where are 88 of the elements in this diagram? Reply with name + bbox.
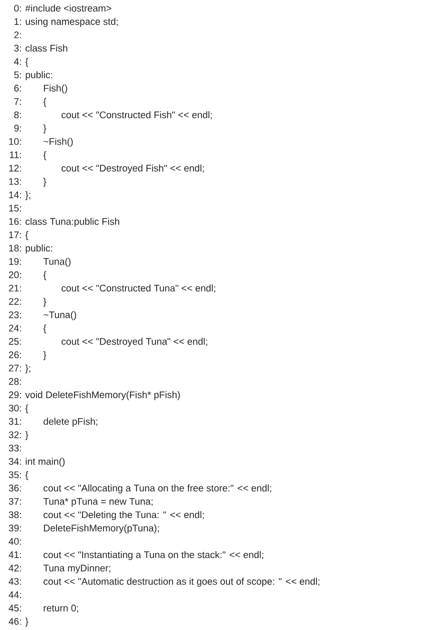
line-number: 15:: [9, 204, 21, 212]
code-line: }: [25, 618, 28, 627]
code-line: cout << "Instantiating a Tuna on the stack:" << endl;: [44, 551, 264, 560]
line-number: 45:: [8, 604, 21, 612]
code-line: Tuna* pTuna = new Tuna;: [43, 498, 153, 507]
line-number: 5:: [14, 72, 21, 78]
line-number: 34:: [8, 458, 21, 465]
line-number: 26:: [8, 351, 21, 358]
line-number: 12:: [9, 164, 21, 172]
line-number: 24:: [8, 324, 21, 332]
code-line: delete pFish;: [44, 418, 98, 427]
code-line: cout << "Deleting the Tuna: " << endl;: [44, 511, 204, 520]
code-line: {: [43, 324, 46, 334]
line-number: 40:: [8, 538, 21, 545]
code-line: class Fish: [26, 44, 68, 52]
code-line: cout << "Constructed Tuna" << endl;: [62, 284, 216, 293]
code-line: }: [43, 124, 46, 134]
line-number: 14:: [9, 192, 21, 198]
line-number: 8:: [14, 111, 21, 118]
line-number: 11:: [10, 152, 21, 158]
code-line: return 0;: [44, 604, 78, 613]
code-line: }: [43, 298, 46, 307]
line-number: 35:: [8, 471, 21, 478]
code-line: class Tuna:public Fish: [26, 218, 120, 227]
code-line: public:: [26, 244, 52, 254]
code-line: cout << "Destroyed Tuna" << endl;: [62, 338, 208, 347]
code-line: cout << "Constructed Fish" << endl;: [62, 111, 212, 120]
code-line: {: [25, 471, 28, 480]
line-number: 37:: [8, 498, 21, 505]
code-line: {: [43, 271, 46, 280]
code-line: }: [25, 431, 28, 440]
code-line: using namespace std;: [26, 18, 118, 27]
code-line: {: [25, 58, 28, 67]
code-line: };: [25, 191, 30, 200]
line-number: 41:: [8, 551, 21, 558]
code-line: {: [25, 231, 28, 240]
line-number: 27:: [8, 364, 21, 372]
line-number: 4:: [14, 58, 21, 65]
code-line: }: [43, 351, 46, 360]
line-number: 17:: [9, 232, 21, 238]
code-line: #include <iostream>: [25, 4, 112, 12]
code-line: cout << "Allocating a Tuna on the free store:" << endl;: [44, 484, 272, 494]
line-number: 13:: [9, 178, 21, 185]
code-line: cout << "Automatic destruction as it goes out of scope: " << endl;: [44, 578, 320, 587]
code-line: Tuna(): [43, 258, 71, 267]
line-number: 0:: [14, 4, 21, 12]
line-number: 18:: [9, 244, 21, 252]
line-number: 30:: [8, 404, 21, 412]
line-number: 22:: [8, 298, 21, 305]
code-line: DeleteFishMemory(pTuna);: [44, 524, 159, 534]
line-number: 9:: [14, 124, 21, 132]
code-line: int main(): [26, 458, 65, 467]
line-number: 23:: [8, 311, 21, 318]
line-number: 16:: [9, 218, 21, 225]
line-number: 31:: [8, 418, 21, 425]
code-line: }: [43, 178, 46, 187]
code-line: Tuna myDinner;: [43, 564, 110, 574]
line-number: 46:: [8, 618, 21, 625]
code-line: cout << "Destroyed Fish" << endl;: [62, 164, 204, 174]
code-line: };: [25, 364, 30, 374]
line-number: 44:: [8, 591, 21, 598]
line-number: 21:: [8, 284, 21, 292]
code-line: ~Fish(): [44, 138, 73, 147]
line-number: 6:: [14, 84, 21, 92]
line-number: 28:: [8, 378, 21, 385]
code-line: {: [43, 98, 46, 107]
line-number: 43:: [8, 578, 21, 585]
code-line: Fish(): [44, 84, 68, 94]
line-number: 1:: [14, 18, 21, 25]
line-number: 33:: [8, 444, 21, 452]
line-number: 3:: [14, 44, 21, 52]
code-line: void DeleteFishMemory(Fish* pFish): [25, 391, 180, 400]
line-number: 38:: [8, 511, 21, 518]
code-line: public:: [26, 71, 52, 80]
line-number: 32:: [8, 431, 21, 438]
line-number: 2:: [14, 31, 21, 38]
line-number: 10:: [9, 138, 21, 145]
line-number: 39:: [8, 524, 21, 532]
line-number: 29:: [8, 391, 21, 398]
line-number: 19:: [9, 258, 21, 265]
code-line: {: [25, 404, 28, 414]
code-line: ~Tuna(): [44, 311, 76, 320]
line-number: 20:: [8, 271, 21, 278]
line-number: 25:: [8, 338, 21, 345]
line-number: 7:: [14, 98, 21, 105]
line-number: 42:: [8, 564, 21, 572]
code-line: {: [43, 151, 46, 160]
line-number: 36:: [8, 484, 21, 492]
